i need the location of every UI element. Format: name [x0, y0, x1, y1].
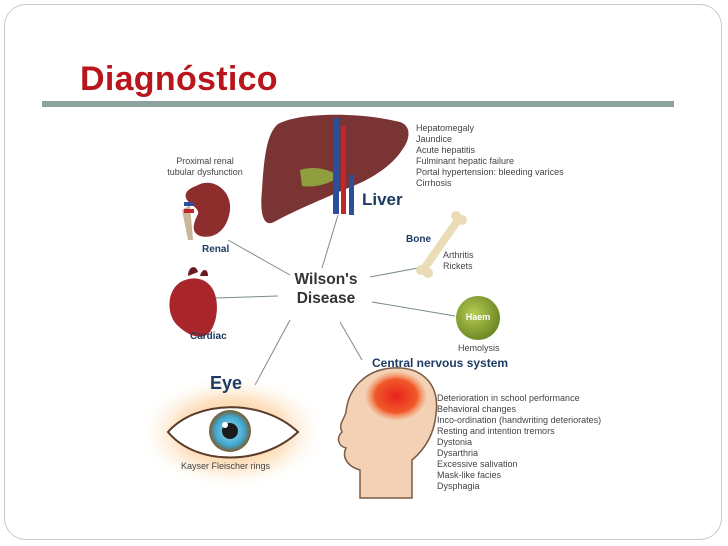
- liver-item: Portal hypertension: bleeding varices: [416, 167, 564, 177]
- liver-item: Jaundice: [416, 134, 453, 144]
- line-liver: [321, 214, 339, 269]
- cns-item: Dysphagia: [437, 481, 480, 491]
- connector-lines: [214, 214, 456, 386]
- renal-label: Renal: [202, 244, 230, 255]
- eye-finding: Kayser Fleischer rings: [181, 461, 271, 471]
- cardiac-label: Cardiac: [190, 331, 227, 342]
- bone-findings: Arthritis Rickets: [443, 250, 474, 272]
- cns-item: Excessive salivation: [437, 459, 518, 469]
- haem-label: Haem: [465, 312, 491, 322]
- bone-illustration: [416, 211, 467, 278]
- haem-circle: [456, 296, 500, 340]
- slide-title: Diagnóstico: [80, 60, 278, 98]
- cns-item: Dysarthria: [437, 448, 479, 458]
- cns-item: Resting and intention tremors: [437, 426, 555, 436]
- eye-illustration: [137, 374, 327, 490]
- cns-item: Dystonia: [437, 437, 473, 447]
- cns-item: Deterioration in school performance: [437, 393, 580, 403]
- line-haem: [371, 301, 456, 317]
- head-illustration: [337, 367, 438, 499]
- cns-item: Inco-ordination (handwriting deteriorate…: [437, 415, 602, 425]
- line-eye: [254, 319, 291, 386]
- haem-finding: Hemolysis: [458, 343, 500, 353]
- center-line-1: Wilson's: [294, 271, 358, 288]
- renal-findings: Proximal renal tubular dysfunction: [150, 156, 260, 178]
- line-cns: [339, 321, 363, 361]
- slide-frame: [4, 4, 722, 540]
- cns-label: Central nervous system: [372, 356, 509, 370]
- title-underline: [42, 101, 674, 107]
- line-cardiac: [214, 295, 279, 299]
- bone-item: Rickets: [443, 261, 473, 271]
- renal-item: Proximal renal: [176, 156, 234, 166]
- liver-item: Acute hepatitis: [416, 145, 476, 155]
- liver-findings: Hepatomegaly Jaundice Acute hepatitis Fu…: [416, 123, 564, 189]
- center-disease-label: Wilson's Disease: [276, 270, 376, 308]
- liver-item: Hepatomegaly: [416, 123, 475, 133]
- liver-label: Liver: [362, 190, 403, 209]
- cns-item: Mask-like facies: [437, 470, 502, 480]
- cns-item: Behavioral changes: [437, 404, 517, 414]
- renal-item: tubular dysfunction: [167, 167, 243, 177]
- heart-illustration: [169, 267, 217, 337]
- cns-findings: Deterioration in school performance Beha…: [437, 393, 601, 492]
- kidney-illustration: [182, 182, 231, 240]
- line-renal: [227, 239, 291, 276]
- bone-item: Arthritis: [443, 250, 474, 260]
- liver-item: Fulminant hepatic failure: [416, 156, 515, 166]
- line-bone: [369, 267, 419, 278]
- center-line-2: Disease: [296, 290, 356, 307]
- liver-illustration: [261, 114, 409, 224]
- bone-label: Bone: [406, 234, 431, 245]
- liver-item: Cirrhosis: [416, 178, 452, 188]
- eye-label: Eye: [210, 373, 243, 393]
